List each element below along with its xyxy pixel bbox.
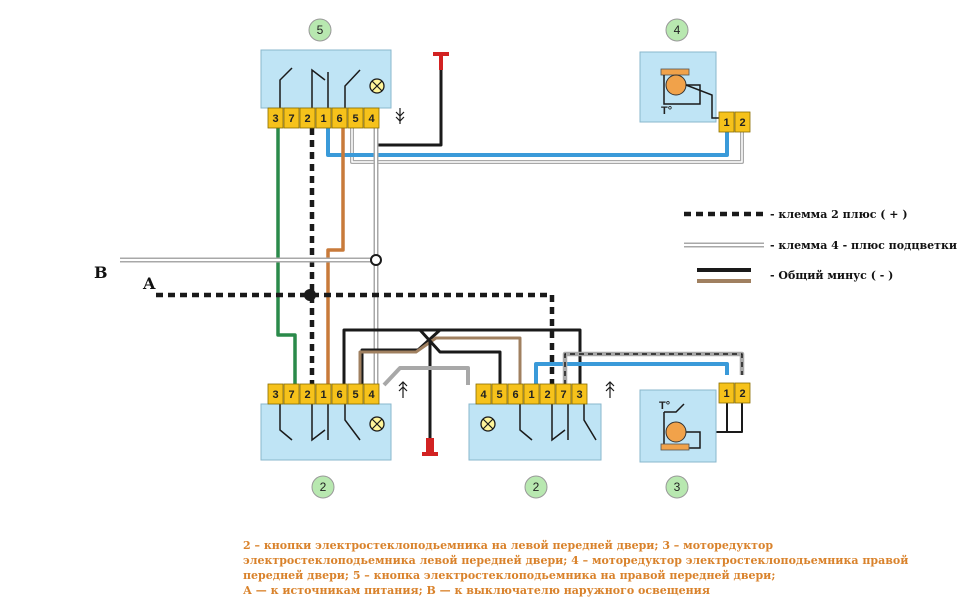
legend-item-dashed: - клемма 2 плюс ( + ) <box>684 208 908 221</box>
legend: - клемма 2 плюс ( + ) - клемма 4 - плюс … <box>684 208 957 283</box>
caption-line: электростеклоподьемника левой передней д… <box>243 554 909 567</box>
switch-2-right-pin-label: 7 <box>560 389 566 401</box>
switch-5-pin-label: 5 <box>352 113 358 125</box>
switch-2-left-pin-label: 1 <box>320 389 326 401</box>
switch-5-pin-label: 6 <box>336 113 342 125</box>
switch-5-terminal <box>315 107 332 129</box>
component-badge-4 <box>665 18 689 42</box>
switch-5-pin-label: 3 <box>272 113 278 125</box>
motor-3-pin-label: 1 <box>723 388 729 400</box>
switch-2-left-terminal <box>347 383 364 405</box>
switch-2-right-terminal <box>539 383 556 405</box>
component-number-4: 4 <box>674 23 681 37</box>
bus-label-a: A <box>142 274 156 293</box>
legend-label-double: - клемма 4 - плюс подцветки <box>770 239 957 252</box>
wire-black-cross-1 <box>342 328 582 385</box>
switch-2-right-pin-label: 5 <box>496 389 502 401</box>
component-number-2-right: 2 <box>533 480 540 494</box>
switch-2-left-terminal <box>267 383 284 405</box>
switch-5-pin-label: 1 <box>320 113 326 125</box>
switch-5-pin-label: 2 <box>304 113 310 125</box>
switch-2-right-terminal <box>491 383 508 405</box>
figure-caption: 2 – кнопки электростеклоподьемника на ле… <box>243 538 909 598</box>
caption-line: А — к источникам питания; В — к выключат… <box>243 584 710 597</box>
switch-2-left-pin-label: 7 <box>288 389 294 401</box>
bus-label-b: B <box>94 263 108 282</box>
motor-3-terminal <box>718 382 735 404</box>
switch-2-left-pin-label: 2 <box>304 389 310 401</box>
switch-2-left-terminal <box>331 383 348 405</box>
arrow-marks <box>395 108 615 398</box>
switch-5-terminal <box>347 107 364 129</box>
switch-5-pin-label: 7 <box>288 113 294 125</box>
switch-2-left-pin-label: 4 <box>368 389 375 401</box>
switch-2-right-terminal <box>523 383 540 405</box>
switch-5-terminal <box>363 107 380 129</box>
switch-2-left-terminal <box>315 383 332 405</box>
switch-2-right-pin-label: 4 <box>480 389 487 401</box>
switch-5-pin-label: 4 <box>368 113 375 125</box>
wires <box>120 66 745 452</box>
legend-item-ground: - Общий минус ( - ) <box>697 268 893 283</box>
motor-3-thermal-label: T° <box>659 400 670 412</box>
switch-2-left-terminal <box>363 383 380 405</box>
switch-2-right-terminal <box>475 383 492 405</box>
switch-2-left-terminal <box>299 383 316 405</box>
wire-green <box>276 128 297 385</box>
component-number-2-left: 2 <box>320 480 327 494</box>
switch-2-left-terminal <box>283 383 300 405</box>
caption-line: передней двери; 5 – кнопка электростекло… <box>243 569 776 582</box>
ground-connector-top <box>433 52 449 70</box>
wire-a-bus <box>156 292 555 385</box>
wire-blue-bottom <box>534 362 729 385</box>
motor-4-thermal-label: T° <box>661 105 672 117</box>
junction-dot <box>304 289 316 301</box>
legend-item-double: - клемма 4 - плюс подцветки <box>684 239 957 252</box>
switch-2-left-pin-label: 3 <box>272 389 278 401</box>
switch-2-right-pin-label: 6 <box>512 389 518 401</box>
component-number-3: 3 <box>674 480 681 494</box>
switch-5-terminal <box>299 107 316 129</box>
ground-connector-bottom <box>422 438 438 456</box>
motor-4-terminal <box>734 111 751 133</box>
switch-2-right-terminal <box>507 383 524 405</box>
legend-label-dashed: - клемма 2 плюс ( + ) <box>770 208 908 221</box>
switch-2-right-terminal <box>571 383 588 405</box>
caption-line: 2 – кнопки электростеклоподьемника на ле… <box>243 539 774 552</box>
motor-4-terminal <box>718 111 735 133</box>
wire-gray-bottom <box>562 351 745 385</box>
switch-5-terminal <box>331 107 348 129</box>
switch-2-right-pin-label: 3 <box>576 389 582 401</box>
component-number-5: 5 <box>317 23 324 37</box>
switch-2-right-pin-label: 2 <box>544 389 550 401</box>
motor-4-pin-label: 1 <box>723 117 729 129</box>
motor-3-pin-label: 2 <box>739 388 745 400</box>
motor-3-terminal <box>734 382 751 404</box>
junction-open <box>370 254 382 266</box>
wire-blue-top-to-motor4 <box>326 128 729 157</box>
component-badge-2-left <box>311 475 335 499</box>
component-badge-3 <box>665 475 689 499</box>
switch-2-left-pin-label: 6 <box>336 389 342 401</box>
wire-brown-cross <box>358 336 522 385</box>
switch-5-terminal <box>283 107 300 129</box>
switch-2-right-pin-label: 1 <box>528 389 534 401</box>
motor-4-pin-label: 2 <box>739 117 745 129</box>
switch-2-left-pin-label: 5 <box>352 389 358 401</box>
component-badge-5 <box>308 18 332 42</box>
switch-5-terminal <box>267 107 284 129</box>
legend-label-ground: - Общий минус ( - ) <box>770 269 893 282</box>
component-badge-2-right <box>524 475 548 499</box>
wire-orange <box>326 128 345 385</box>
switch-2-right-terminal <box>555 383 572 405</box>
